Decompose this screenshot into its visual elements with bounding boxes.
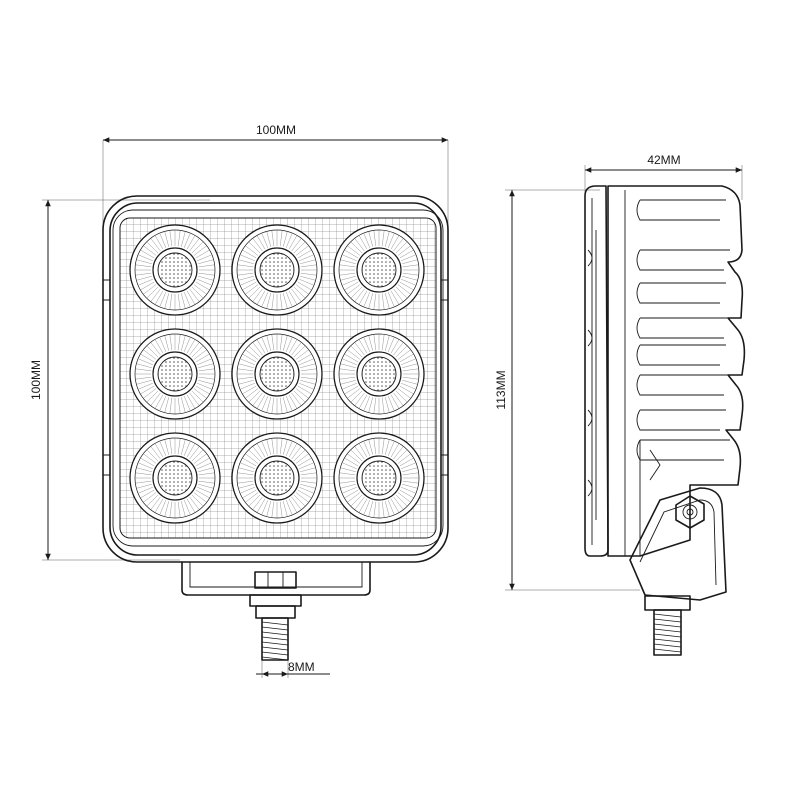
led-chip xyxy=(157,252,193,288)
led-chip xyxy=(361,460,397,496)
bolt-nut xyxy=(254,571,297,589)
cooling-fins xyxy=(624,190,730,556)
led-chip xyxy=(157,356,193,392)
led-chip xyxy=(157,460,193,496)
led-reflector xyxy=(231,432,323,524)
side-housing xyxy=(607,185,746,557)
led-reflector xyxy=(129,328,221,420)
led-reflector xyxy=(333,328,425,420)
side-height-label: 113MM xyxy=(494,370,508,409)
side-bracket xyxy=(629,487,727,601)
front-housing-inner xyxy=(109,202,442,556)
led-reflector xyxy=(231,224,323,316)
led-reflector xyxy=(129,224,221,316)
mounting-bracket xyxy=(181,561,371,596)
height-label: 100MM xyxy=(29,360,43,400)
side-bolt-head xyxy=(675,495,705,529)
led-reflector xyxy=(231,328,323,420)
width-label: 100MM xyxy=(256,123,296,137)
led-chip xyxy=(259,460,295,496)
front-housing-outer xyxy=(102,195,449,563)
led-chip xyxy=(361,252,397,288)
side-bolt-thread xyxy=(653,609,682,656)
side-view: 42MM 113MM xyxy=(494,153,746,656)
bolt-label: 8MM xyxy=(288,660,315,674)
washer xyxy=(249,594,302,607)
depth-label: 42MM xyxy=(647,153,680,167)
led-reflector xyxy=(129,432,221,524)
led-reflector xyxy=(333,432,425,524)
front-view: 100MM 100MM 8MM xyxy=(29,123,449,678)
led-chip xyxy=(361,356,397,392)
led-reflector xyxy=(333,224,425,316)
led-array xyxy=(129,224,425,524)
led-chip xyxy=(259,356,295,392)
side-lens xyxy=(584,185,609,557)
led-chip xyxy=(259,252,295,288)
